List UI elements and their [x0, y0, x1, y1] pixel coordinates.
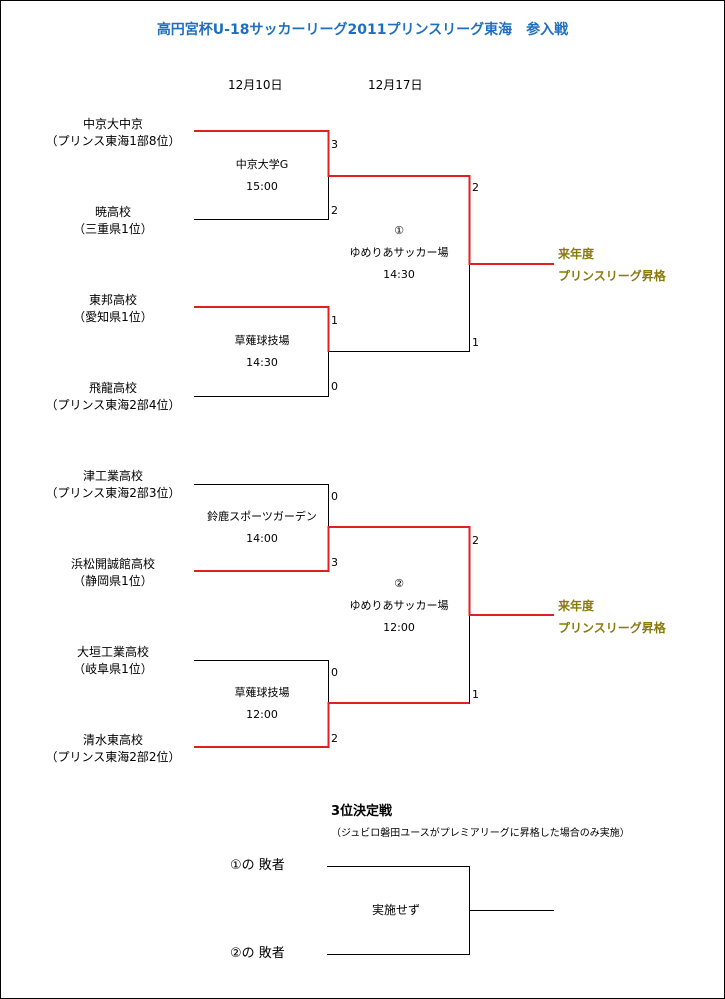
match-venue-4: 草薙球技場 12:00: [197, 682, 327, 726]
third-place-note: （ジュビロ磐田ユースがプレミアリーグに昇格した場合のみ実施）: [331, 828, 630, 839]
score: 1: [472, 336, 479, 349]
kickoff-time: 14:30: [246, 356, 278, 369]
team-note: （静岡県1位）: [73, 574, 153, 588]
kickoff-time: 14:00: [246, 532, 278, 545]
team-name: 津工業高校: [82, 469, 143, 483]
final-venue-2: ② ゆめりあサッカー場 12:00: [329, 573, 469, 639]
third-place-bottom: ②の 敗者: [230, 946, 285, 961]
score: 1: [472, 688, 479, 701]
score: 2: [472, 534, 479, 547]
team-slot-3: 東邦高校 （愛知県1位）: [18, 292, 208, 326]
team-name: 暁高校: [94, 205, 131, 219]
score: 3: [331, 138, 338, 151]
team-note: （プリンス東海2部3位）: [45, 486, 181, 500]
third-place-heading: 3位決定戦: [331, 804, 393, 819]
team-name: 東邦高校: [88, 293, 137, 307]
promotion-line: プリンスリーグ昇格: [558, 621, 666, 635]
score: 0: [331, 490, 338, 503]
match-number: ②: [394, 577, 404, 590]
team-note: （三重県1位）: [73, 222, 153, 236]
kickoff-time: 15:00: [246, 180, 278, 193]
match-venue-2: 草薙球技場 14:30: [197, 330, 327, 374]
promotion-line: プリンスリーグ昇格: [558, 269, 666, 283]
team-slot-4: 飛龍高校 （プリンス東海2部4位）: [18, 380, 208, 414]
page-title: 高円宮杯U-18サッカーリーグ2011プリンスリーグ東海 参入戦: [156, 22, 569, 38]
promotion-label-2: 来年度 プリンスリーグ昇格: [558, 595, 666, 639]
team-note: （愛知県1位）: [73, 310, 153, 324]
team-slot-7: 大垣工業高校 （岐阜県1位）: [18, 644, 208, 678]
team-note: （プリンス東海2部4位）: [45, 398, 181, 412]
team-note: （プリンス東海1部8位）: [45, 134, 181, 148]
score: 3: [331, 556, 338, 569]
date-round2: 12月17日: [368, 78, 423, 92]
promotion-line: 来年度: [558, 247, 595, 261]
bracket-black-lines: [194, 175, 554, 955]
team-slot-2: 暁高校 （三重県1位）: [18, 204, 208, 238]
score: 0: [331, 666, 338, 679]
venue-name: ゆめりあサッカー場: [349, 599, 449, 612]
venue-name: 鈴鹿スポーツガーデン: [207, 510, 317, 523]
team-slot-8: 清水東高校 （プリンス東海2部2位）: [18, 732, 208, 766]
score: 1: [331, 314, 338, 327]
score: 2: [331, 204, 338, 217]
third-place-status: 実施せず: [372, 903, 421, 917]
date-round1: 12月10日: [228, 78, 283, 92]
match-venue-1: 中京大学G 15:00: [197, 154, 327, 198]
promotion-label-1: 来年度 プリンスリーグ昇格: [558, 243, 666, 287]
team-name: 中京大中京: [82, 117, 143, 131]
venue-name: 草薙球技場: [234, 334, 290, 347]
team-name: 清水東高校: [82, 733, 143, 747]
team-slot-1: 中京大中京 （プリンス東海1部8位）: [18, 116, 208, 150]
team-slot-6: 浜松開誠館高校 （静岡県1位）: [18, 556, 208, 590]
team-name: 浜松開誠館高校: [70, 557, 155, 571]
promotion-line: 来年度: [558, 599, 595, 613]
team-name: 大垣工業高校: [76, 645, 149, 659]
score: 2: [331, 732, 338, 745]
match-number: ①: [394, 224, 404, 237]
final-venue-1: ① ゆめりあサッカー場 14:30: [329, 220, 469, 286]
team-slot-5: 津工業高校 （プリンス東海2部3位）: [18, 468, 208, 502]
team-note: （岐阜県1位）: [73, 662, 153, 676]
match-venue-3: 鈴鹿スポーツガーデン 14:00: [197, 506, 327, 550]
score: 0: [331, 380, 338, 393]
score: 2: [472, 181, 479, 194]
kickoff-time: 14:30: [383, 268, 415, 281]
kickoff-time: 12:00: [246, 708, 278, 721]
team-name: 飛龍高校: [88, 381, 137, 395]
third-place-top: ①の 敗者: [230, 858, 285, 873]
bracket-red-lines: [194, 130, 554, 748]
team-note: （プリンス東海2部2位）: [45, 750, 181, 764]
kickoff-time: 12:00: [383, 621, 415, 634]
venue-name: 中京大学G: [235, 158, 289, 171]
venue-name: ゆめりあサッカー場: [349, 246, 449, 259]
venue-name: 草薙球技場: [234, 686, 290, 699]
